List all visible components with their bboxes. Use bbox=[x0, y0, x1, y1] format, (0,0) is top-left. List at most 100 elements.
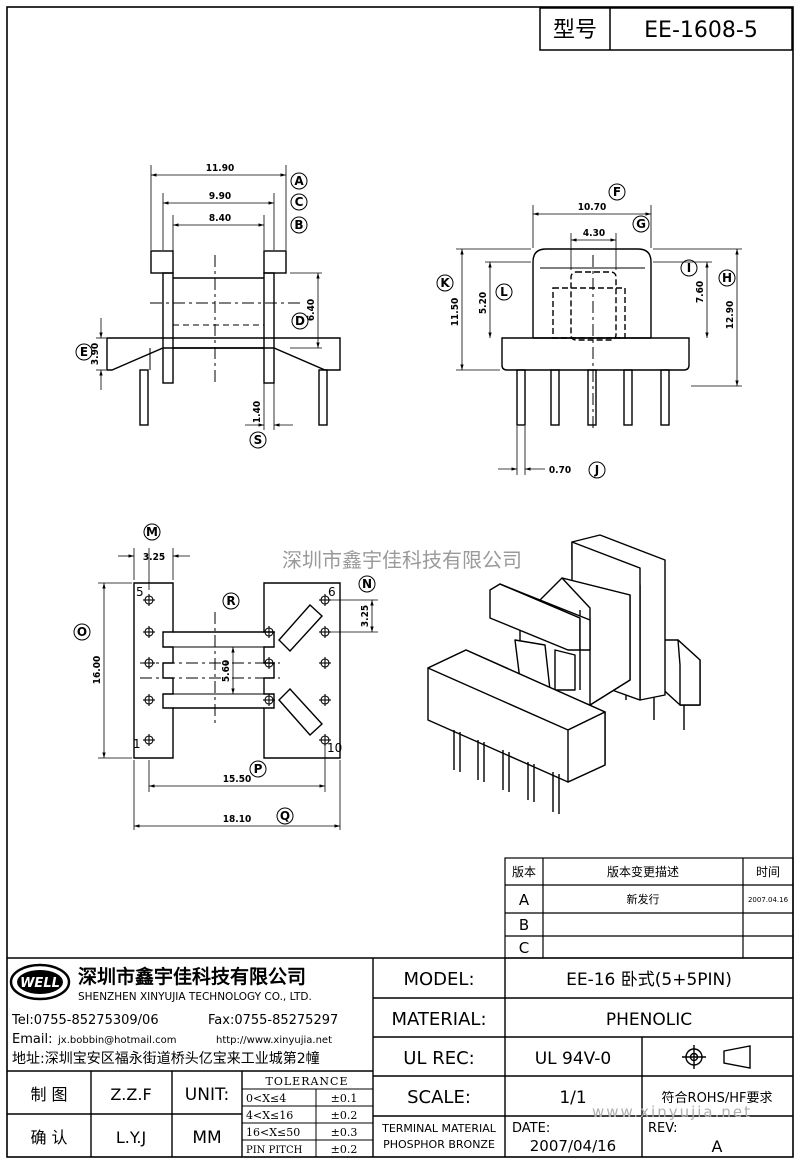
rev-value: A bbox=[712, 1137, 723, 1156]
bottom-view-dims: 3.25 3.25 16.00 5.60 15.50 18.10 bbox=[92, 552, 371, 825]
svg-text:F: F bbox=[613, 185, 621, 199]
terminal-material-label: TERMINAL MATERIAL bbox=[381, 1122, 497, 1135]
tolerance-range: PIN PITCH bbox=[246, 1145, 303, 1156]
rev-row-description: 新发行 bbox=[627, 892, 660, 906]
label-circle-h: H bbox=[718, 269, 736, 287]
pin-numbers: 5 6 1 10 bbox=[133, 585, 342, 755]
dim-7-60: 7.60 bbox=[695, 281, 706, 303]
pin-hole bbox=[263, 626, 275, 638]
side-view-dims: 10.70 4.30 11.50 5.20 7.60 12.90 0.70 bbox=[450, 202, 736, 476]
dim-18-10: 18.10 bbox=[223, 814, 251, 825]
dim-3-25-m: 3.25 bbox=[143, 552, 165, 563]
svg-text:O: O bbox=[77, 625, 87, 639]
title-block-grid bbox=[7, 957, 793, 1157]
label-circle-p: P bbox=[249, 760, 267, 778]
label-circle-m: M bbox=[143, 523, 161, 541]
company-email-label: Email: bbox=[12, 1032, 52, 1047]
svg-text:N: N bbox=[362, 577, 372, 591]
title-block-values: EE-16 卧式(5+5PIN) PHENOLIC UL 94V-0 1/1 符… bbox=[512, 970, 772, 1156]
scale-value: 1/1 bbox=[559, 1088, 586, 1108]
tolerance-value: ±0.2 bbox=[331, 1109, 358, 1122]
unit-label: UNIT: bbox=[185, 1085, 229, 1105]
pin-hole bbox=[263, 657, 275, 669]
svg-text:G: G bbox=[636, 217, 646, 231]
label-circle-d: D bbox=[291, 312, 309, 330]
svg-text:H: H bbox=[722, 271, 732, 285]
isometric-view bbox=[427, 534, 701, 814]
header-model-value: EE-1608-5 bbox=[644, 18, 758, 43]
rev-label: REV: bbox=[648, 1121, 677, 1136]
model-value: EE-16 卧式(5+5PIN) bbox=[566, 970, 732, 990]
label-circle-o: O bbox=[73, 623, 91, 641]
header-model-box: 型号 EE-1608-5 bbox=[539, 7, 793, 51]
signoff-cells: 制 图 Z.Z.F 确 认 L.Y.J UNIT: MM bbox=[30, 1085, 229, 1148]
company-logo: WELL bbox=[9, 963, 71, 1001]
company-tel: Tel:0755-85275309/06 bbox=[11, 1013, 159, 1028]
dim-15-50: 15.50 bbox=[223, 774, 251, 785]
dim-11-90: 11.90 bbox=[206, 163, 234, 174]
drawn-by-label: 制 图 bbox=[30, 1085, 67, 1104]
svg-text:L: L bbox=[500, 285, 508, 299]
company-info: 深圳市鑫宇佳科技有限公司 SHENZHEN XINYUJIA TECHNOLOG… bbox=[11, 965, 338, 1067]
svg-text:S: S bbox=[254, 433, 263, 447]
svg-text:K: K bbox=[440, 276, 450, 290]
svg-text:D: D bbox=[295, 314, 305, 328]
dim-6-40: 6.40 bbox=[306, 299, 317, 321]
watermark-company: 深圳市鑫宇佳科技有限公司 bbox=[282, 548, 522, 572]
svg-text:A: A bbox=[294, 174, 304, 188]
label-circle-a: A bbox=[290, 172, 308, 190]
company-name-cn: 深圳市鑫宇佳科技有限公司 bbox=[78, 965, 306, 988]
svg-text:P: P bbox=[254, 762, 263, 776]
pin-number-1: 1 bbox=[133, 737, 141, 751]
material-label: MATERIAL: bbox=[391, 1009, 486, 1030]
tolerance-range: 16<X≤50 bbox=[246, 1126, 300, 1139]
side-view-labels: F G K L I H J bbox=[436, 183, 736, 479]
svg-text:J: J bbox=[594, 463, 599, 477]
label-circle-k: K bbox=[436, 274, 454, 292]
pin-hole bbox=[319, 657, 331, 669]
company-web: http://www.xinyujia.net bbox=[216, 1035, 332, 1046]
dim-3-25-n: 3.25 bbox=[360, 605, 371, 627]
svg-text:B: B bbox=[294, 218, 303, 232]
label-circle-l: L bbox=[495, 283, 513, 301]
company-email: jx.bobbin@hotmail.com bbox=[57, 1035, 177, 1046]
label-circle-b: B bbox=[290, 216, 308, 234]
dim-4-30: 4.30 bbox=[583, 228, 605, 239]
svg-text:Q: Q bbox=[280, 809, 290, 823]
rohs-note: 符合ROHS/HF要求 bbox=[662, 1090, 773, 1106]
tolerance-table: TOLERANCE 0<X≤4 ±0.1 4<X≤16 ±0.2 16<X≤50… bbox=[246, 1075, 357, 1156]
rev-row-version: A bbox=[519, 891, 530, 909]
rev-header-version: 版本 bbox=[512, 865, 536, 879]
dim-0-70: 0.70 bbox=[549, 465, 571, 476]
dim-10-70: 10.70 bbox=[578, 202, 606, 213]
dim-9-90: 9.90 bbox=[209, 191, 231, 202]
svg-text:I: I bbox=[687, 261, 691, 275]
dim-5-60: 5.60 bbox=[221, 660, 232, 682]
front-view-labels: A C B D E S bbox=[75, 172, 309, 449]
tolerance-value: ±0.2 bbox=[331, 1143, 358, 1156]
date-value: 2007/04/16 bbox=[530, 1137, 616, 1155]
pin-hole bbox=[143, 626, 155, 638]
checked-by-value: L.Y.J bbox=[116, 1128, 146, 1147]
drawn-by-value: Z.Z.F bbox=[110, 1085, 151, 1104]
rev-row-date: 2007.04.16 bbox=[748, 896, 789, 904]
date-label: DATE: bbox=[512, 1121, 550, 1136]
rev-row-version: B bbox=[519, 916, 529, 934]
company-name-en: SHENZHEN XINYUJIA TECHNOLOGY CO., LTD. bbox=[78, 991, 312, 1003]
bottom-view-pin-holes bbox=[143, 594, 331, 746]
revision-table bbox=[504, 857, 794, 959]
pin-hole bbox=[143, 657, 155, 669]
tolerance-title: TOLERANCE bbox=[266, 1075, 349, 1088]
pin-number-5: 5 bbox=[136, 585, 144, 599]
label-circle-g: G bbox=[632, 215, 650, 233]
company-address: 地址:深圳宝安区福永街道桥头亿宝来工业城第2幢 bbox=[12, 1050, 320, 1067]
rev-header-date: 时间 bbox=[756, 865, 780, 879]
title-block-labels: MODEL: MATERIAL: UL REC: SCALE: TERMINAL… bbox=[381, 969, 497, 1151]
dim-1-40: 1.40 bbox=[252, 401, 263, 423]
side-view bbox=[456, 205, 742, 475]
checked-by-label: 确 认 bbox=[30, 1128, 67, 1147]
svg-text:C: C bbox=[295, 195, 304, 209]
label-circle-s: S bbox=[249, 431, 267, 449]
pin-hole bbox=[319, 594, 331, 606]
dim-11-50: 11.50 bbox=[450, 298, 461, 326]
